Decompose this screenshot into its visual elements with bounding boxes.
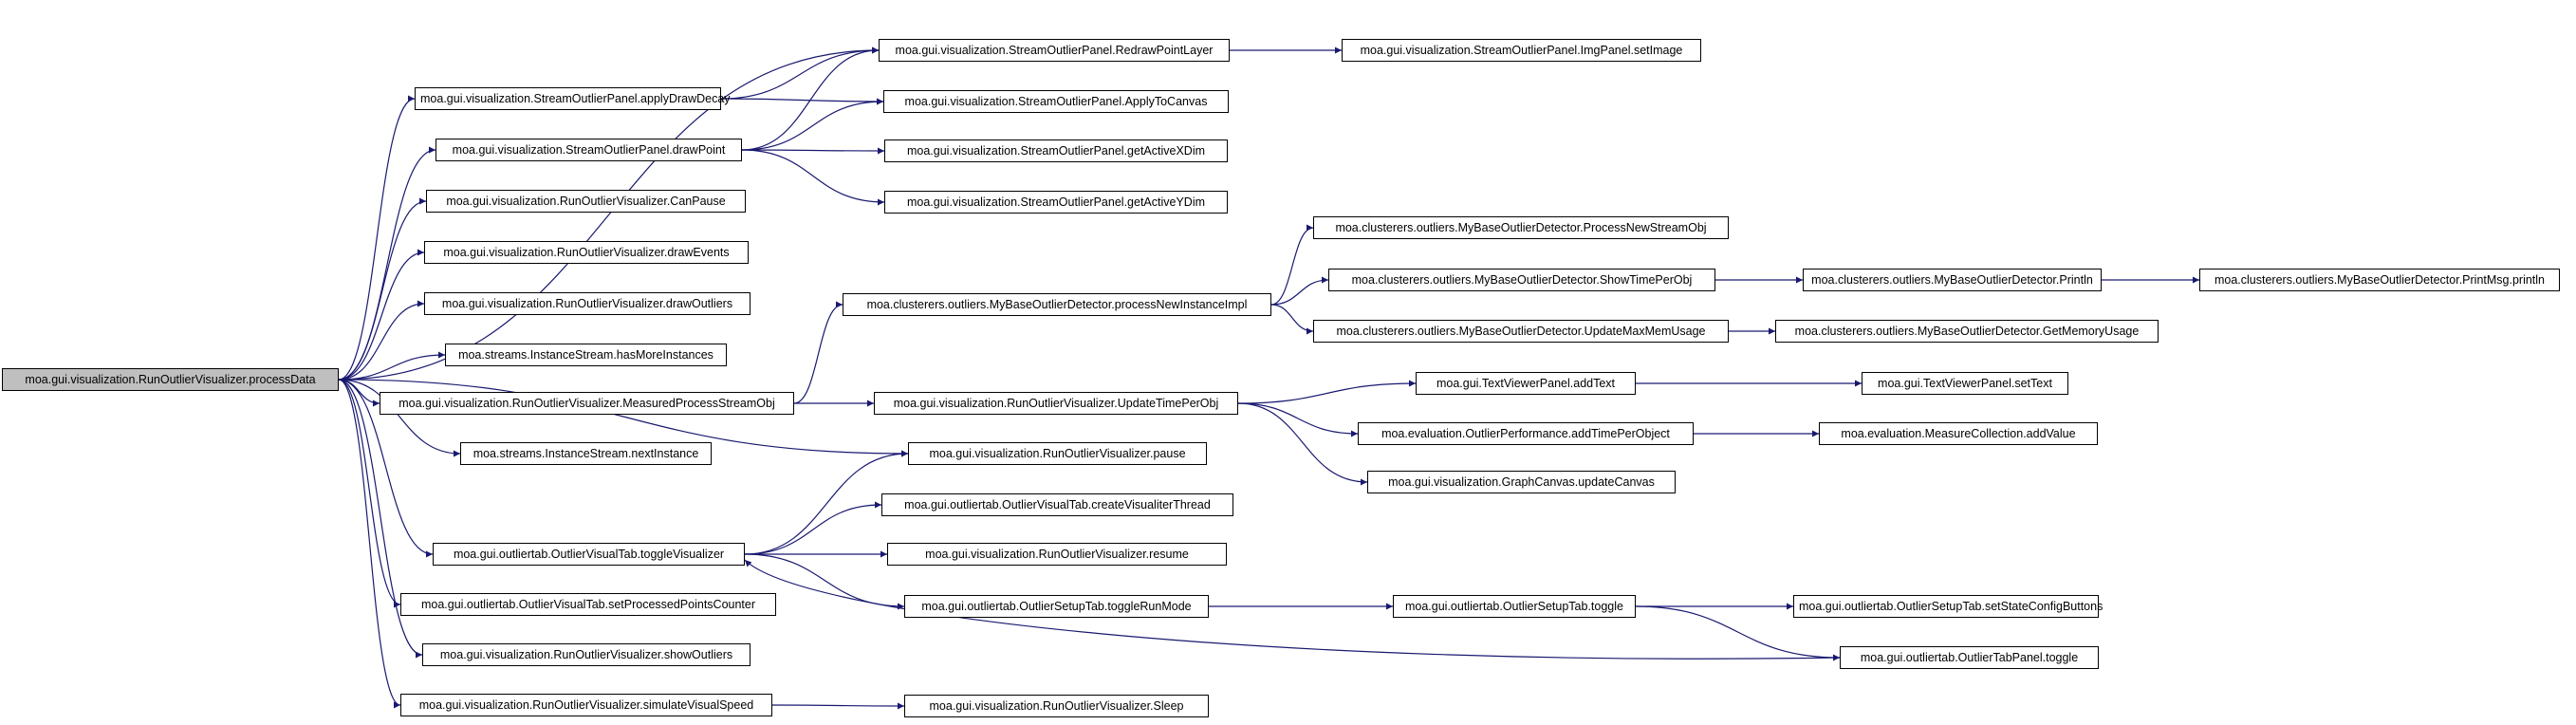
function-node[interactable]: moa.gui.visualization.RunOutlierVisualiz… [874,392,1238,415]
call-edge [338,379,401,709]
call-edge [1270,276,1329,306]
call-edge [744,559,1841,660]
function-node[interactable]: moa.streams.InstanceStream.nextInstance [460,442,712,465]
function-node[interactable]: moa.gui.outliertab.OutlierVisualTab.crea… [881,493,1233,516]
function-node[interactable]: moa.gui.visualization.StreamOutlierPanel… [884,139,1228,162]
function-node[interactable]: moa.gui.visualization.StreamOutlierPanel… [884,191,1228,214]
call-edge [744,501,882,555]
function-node[interactable]: moa.gui.outliertab.OutlierSetupTab.setSt… [1793,595,2103,618]
function-node[interactable]: moa.clusterers.outliers.MyBaseOutlierDet… [2199,269,2560,291]
function-node[interactable]: moa.gui.visualization.RunOutlierVisualiz… [400,694,772,716]
call-edge [741,147,885,155]
function-node[interactable]: moa.gui.visualization.RunOutlierVisualiz… [424,241,749,264]
function-node[interactable]: moa.gui.outliertab.OutlierSetupTab.toggl… [1393,595,1636,618]
call-edge [720,46,880,100]
call-edge [744,450,909,555]
call-edge [793,301,843,404]
call-edge [338,249,425,381]
call-edge [1237,402,1368,486]
function-node[interactable]: moa.clusterers.outliers.MyBaseOutlierDet… [1328,269,1715,291]
call-edge [1237,380,1417,404]
call-edge [741,98,884,151]
function-node[interactable]: moa.gui.visualization.StreamOutlierPanel… [436,139,742,161]
call-edge [338,46,880,381]
call-edge [771,702,905,710]
function-node[interactable]: moa.clusterers.outliers.MyBaseOutlierDet… [843,293,1271,316]
call-edge [338,146,436,381]
call-edge [338,351,446,381]
function-node[interactable]: moa.gui.visualization.StreamOutlierPanel… [1342,39,1701,62]
call-edge [1237,402,1359,437]
function-node[interactable]: moa.gui.visualization.GraphCanvas.update… [1367,471,1676,493]
call-edge [741,46,880,151]
function-node[interactable]: moa.clusterers.outliers.MyBaseOutlierDet… [1775,320,2159,343]
call-edge [338,379,434,558]
function-node[interactable]: moa.gui.outliertab.OutlierVisualTab.togg… [433,543,745,566]
function-node[interactable]: moa.clusterers.outliers.MyBaseOutlierDet… [1803,269,2102,291]
root-function-node[interactable]: moa.gui.visualization.RunOutlierVisualiz… [2,368,339,391]
call-edge [741,149,885,206]
function-node[interactable]: moa.gui.visualization.RunOutlierVisualiz… [904,695,1209,717]
call-edge [720,98,884,105]
function-node[interactable]: moa.gui.outliertab.OutlierVisualTab.setP… [400,593,776,616]
function-node[interactable]: moa.gui.visualization.StreamOutlierPanel… [415,87,731,110]
function-node[interactable]: moa.gui.visualization.StreamOutlierPanel… [883,90,1229,113]
function-node[interactable]: moa.gui.TextViewerPanel.addText [1416,372,1636,395]
call-edge [338,379,461,457]
function-node[interactable]: moa.gui.visualization.RunOutlierVisualiz… [426,190,746,213]
call-edge [338,95,416,381]
function-node[interactable]: moa.clusterers.outliers.MyBaseOutlierDet… [1313,216,1729,239]
function-node[interactable]: moa.gui.visualization.RunOutlierVisualiz… [908,442,1207,465]
function-node[interactable]: moa.gui.visualization.RunOutlierVisualiz… [422,643,751,666]
call-edge [1635,605,1841,661]
call-edge [338,379,423,659]
function-node[interactable]: moa.clusterers.outliers.MyBaseOutlierDet… [1313,320,1729,343]
call-edge [1270,224,1314,306]
function-node[interactable]: moa.gui.TextViewerPanel.setText [1862,372,2068,395]
call-edge [1270,304,1314,335]
call-edge [338,300,425,381]
function-node[interactable]: moa.gui.outliertab.OutlierSetupTab.toggl… [904,595,1209,618]
call-edge [338,379,401,608]
call-edge [338,379,909,457]
function-node[interactable]: moa.evaluation.MeasureCollection.addValu… [1819,422,2098,445]
function-node[interactable]: moa.streams.InstanceStream.hasMoreInstan… [445,344,727,366]
call-edge [338,197,427,381]
function-node[interactable]: moa.gui.visualization.RunOutlierVisualiz… [424,292,751,315]
function-node[interactable]: moa.evaluation.OutlierPerformance.addTim… [1358,422,1694,445]
function-node[interactable]: moa.gui.visualization.RunOutlierVisualiz… [887,543,1227,566]
function-node[interactable]: moa.gui.outliertab.OutlierTabPanel.toggl… [1840,646,2099,669]
function-node[interactable]: moa.gui.visualization.StreamOutlierPanel… [879,39,1230,62]
function-node[interactable]: moa.gui.visualization.RunOutlierVisualiz… [380,392,794,415]
